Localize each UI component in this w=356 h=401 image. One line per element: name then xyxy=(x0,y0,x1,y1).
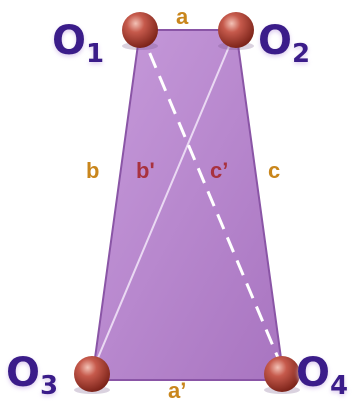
edge-label-left: b xyxy=(86,158,99,183)
node-label-o3: O3 xyxy=(6,350,58,401)
trapezoid-face xyxy=(92,30,284,380)
node-label-o1: O1 xyxy=(52,18,104,69)
atom-o2 xyxy=(218,12,254,50)
atom-o4 xyxy=(264,356,300,394)
atom-o3 xyxy=(74,356,110,394)
edge-label-diag-left: b' xyxy=(136,158,155,183)
edge-label-diag-right: c’ xyxy=(210,158,228,183)
edge-label-right: c xyxy=(268,158,280,183)
node-label-o4: O4 xyxy=(296,350,348,401)
node-label-o2: O2 xyxy=(258,18,310,69)
edge-label-bottom: a’ xyxy=(168,378,186,401)
atom-o1 xyxy=(122,12,158,50)
edge-label-top: a xyxy=(176,4,189,29)
